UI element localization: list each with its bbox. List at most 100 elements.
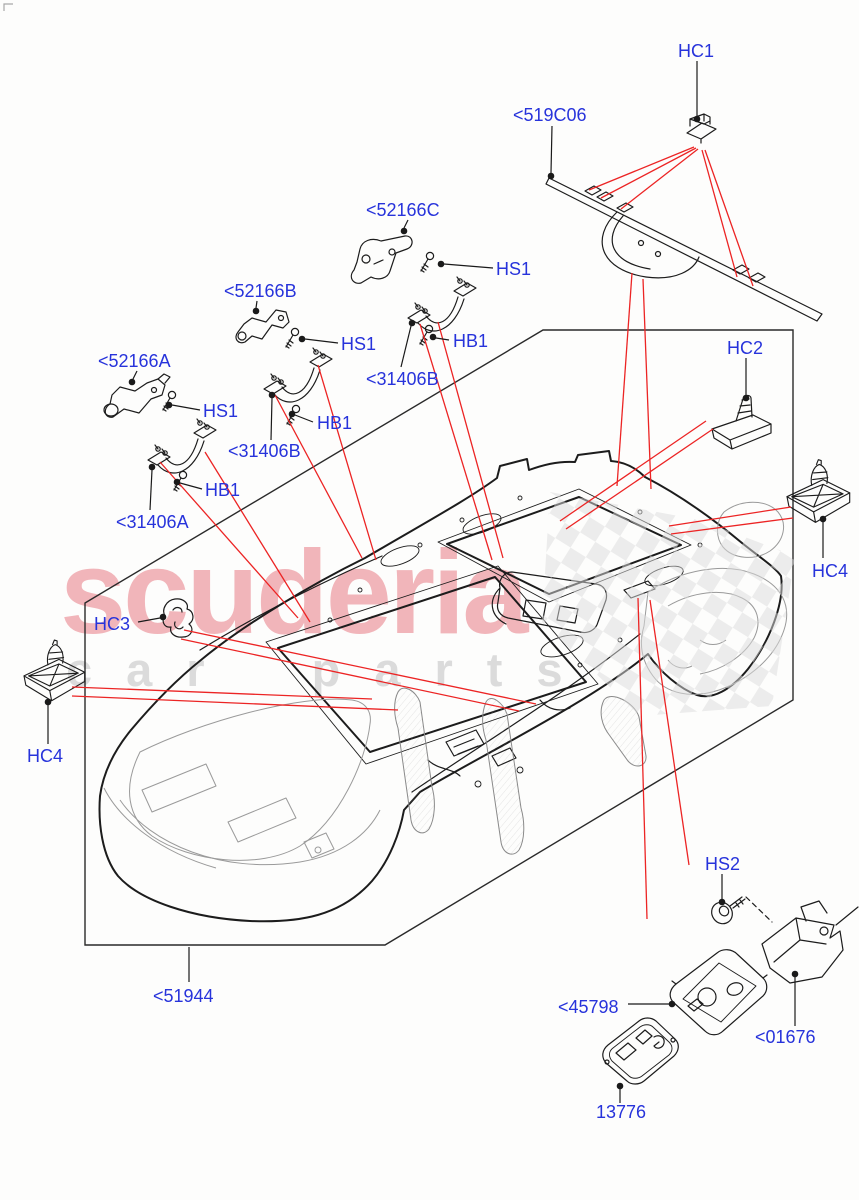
callout-31406b-a: <31406B bbox=[366, 319, 439, 389]
callout-anchor-dot bbox=[742, 394, 750, 402]
red-locator-line bbox=[620, 148, 699, 210]
callout-hs1-c: HS1 bbox=[165, 401, 238, 421]
callout-leader-line bbox=[550, 125, 553, 174]
red-locator-line bbox=[616, 272, 633, 487]
red-locator-line bbox=[71, 695, 399, 711]
callout-anchor-dot bbox=[268, 391, 276, 399]
callout-hs1-b: HS1 bbox=[298, 334, 376, 354]
callout-leader-line bbox=[132, 370, 138, 380]
callout-leader-line bbox=[304, 338, 339, 344]
red-locator-line bbox=[183, 629, 537, 705]
red-locator-line bbox=[588, 146, 695, 191]
callout-anchor-dot bbox=[408, 319, 416, 327]
callout-anchor-dot bbox=[173, 478, 181, 486]
part-label-hc4-l[interactable]: HC4 bbox=[27, 746, 63, 766]
part-label-hs1-a[interactable]: HS1 bbox=[496, 259, 531, 279]
part-label-31406b-b[interactable]: <31406B bbox=[228, 441, 301, 461]
watermark-brand-text: scuderia bbox=[60, 526, 529, 659]
part-label-52166c[interactable]: <52166C bbox=[366, 200, 440, 220]
callout-45798: <45798 bbox=[558, 997, 676, 1017]
callout-anchor-dot bbox=[437, 260, 445, 268]
callout-leader-line bbox=[255, 300, 258, 309]
callout-anchor-dot bbox=[148, 463, 156, 471]
red-locator-line bbox=[565, 428, 714, 530]
callout-leader-line bbox=[179, 482, 203, 490]
part-label-hc2[interactable]: HC2 bbox=[727, 338, 763, 358]
part-label-hb1-c[interactable]: HB1 bbox=[205, 480, 240, 500]
sketch-31406a-handle bbox=[147, 418, 217, 474]
sketch-hc3-clip bbox=[162, 598, 194, 638]
callout-anchor-dot bbox=[819, 515, 827, 523]
callout-anchor-dot bbox=[288, 410, 296, 418]
sketch-52166c-bracket bbox=[350, 235, 413, 284]
red-locator-line bbox=[668, 506, 792, 527]
red-locator-line bbox=[180, 638, 520, 712]
callout-519c06: <519C06 bbox=[513, 105, 587, 180]
callout-52166b: <52166B bbox=[224, 281, 297, 315]
part-label-52166a[interactable]: <52166A bbox=[98, 351, 171, 371]
red-locator-line bbox=[419, 323, 493, 561]
part-label-13776[interactable]: 13776 bbox=[596, 1102, 646, 1122]
part-label-52166b[interactable]: <52166B bbox=[224, 281, 297, 301]
watermark-tagline-text: car parts bbox=[66, 643, 597, 696]
callout-52166a: <52166A bbox=[98, 351, 171, 386]
part-label-31406b-a[interactable]: <31406B bbox=[366, 369, 439, 389]
sketch-13776-lamp bbox=[602, 1017, 679, 1085]
sketch-31406b-handle-mid bbox=[263, 347, 333, 403]
callout-anchor-dot bbox=[616, 1082, 624, 1090]
part-label-hb1-b[interactable]: HB1 bbox=[317, 413, 352, 433]
part-label-hs1-c[interactable]: HS1 bbox=[203, 401, 238, 421]
sketch-hc4-clip-left bbox=[23, 639, 86, 702]
callout-anchor-dot bbox=[128, 378, 136, 386]
red-leader-lines bbox=[71, 146, 794, 920]
callout-anchor-dot bbox=[298, 335, 306, 343]
sketch-45798-console-plate bbox=[669, 949, 768, 1036]
callout-hc2: HC2 bbox=[727, 338, 763, 402]
callout-13776: 13776 bbox=[596, 1082, 646, 1122]
callout-anchor-dot bbox=[400, 227, 408, 235]
callout-31406a: <31406A bbox=[116, 463, 189, 532]
callout-leader-line bbox=[435, 337, 450, 341]
part-label-hb1-a[interactable]: HB1 bbox=[453, 331, 488, 351]
part-label-hs1-b[interactable]: HS1 bbox=[341, 334, 376, 354]
callout-anchor-dot bbox=[791, 970, 799, 978]
sketch-52166a-bracket bbox=[103, 373, 171, 418]
callout-anchor-dot bbox=[165, 401, 173, 409]
callout-anchor-dot bbox=[718, 898, 726, 906]
part-label-hc3[interactable]: HC3 bbox=[94, 614, 130, 634]
callout-leader-line bbox=[149, 469, 153, 511]
part-label-hs2[interactable]: HS2 bbox=[705, 854, 740, 874]
sketch-hc2-clip bbox=[711, 394, 772, 450]
part-label-01676[interactable]: <01676 bbox=[755, 1027, 816, 1047]
callout-hb1-c: HB1 bbox=[173, 478, 240, 500]
callout-hs2: HS2 bbox=[705, 854, 740, 906]
sketch-hc1-clip bbox=[686, 113, 717, 144]
callout-hb1-b: HB1 bbox=[288, 410, 352, 433]
callout-leader-line bbox=[400, 325, 412, 368]
part-label-hc4-r[interactable]: HC4 bbox=[812, 561, 848, 581]
callout-hc4-l: HC4 bbox=[27, 698, 63, 766]
callout-hc4-r: HC4 bbox=[812, 515, 848, 581]
part-label-51944[interactable]: <51944 bbox=[153, 986, 214, 1006]
part-label-hc1[interactable]: HC1 bbox=[678, 41, 714, 61]
sketch-hs2-screw bbox=[711, 896, 773, 925]
sketch-01676-bracket bbox=[761, 900, 859, 984]
callout-hc3: HC3 bbox=[94, 613, 167, 634]
callout-01676: <01676 bbox=[755, 970, 816, 1047]
red-locator-line bbox=[204, 451, 311, 623]
part-label-519c06[interactable]: <519C06 bbox=[513, 105, 587, 125]
part-label-45798[interactable]: <45798 bbox=[558, 997, 619, 1017]
red-locator-line bbox=[642, 278, 652, 490]
diagram-frame-border bbox=[84, 329, 794, 946]
callout-52166c: <52166C bbox=[366, 200, 440, 235]
sketch-519c06-rail bbox=[545, 177, 823, 322]
callout-anchor-dot bbox=[159, 613, 167, 621]
red-locator-line bbox=[71, 686, 373, 700]
sketch-pillar-trims bbox=[394, 687, 647, 855]
sketch-31406b-handle-upper bbox=[407, 276, 477, 332]
page-corner-mark bbox=[3, 3, 13, 11]
part-label-31406a[interactable]: <31406A bbox=[116, 512, 189, 532]
red-locator-line bbox=[670, 517, 794, 535]
